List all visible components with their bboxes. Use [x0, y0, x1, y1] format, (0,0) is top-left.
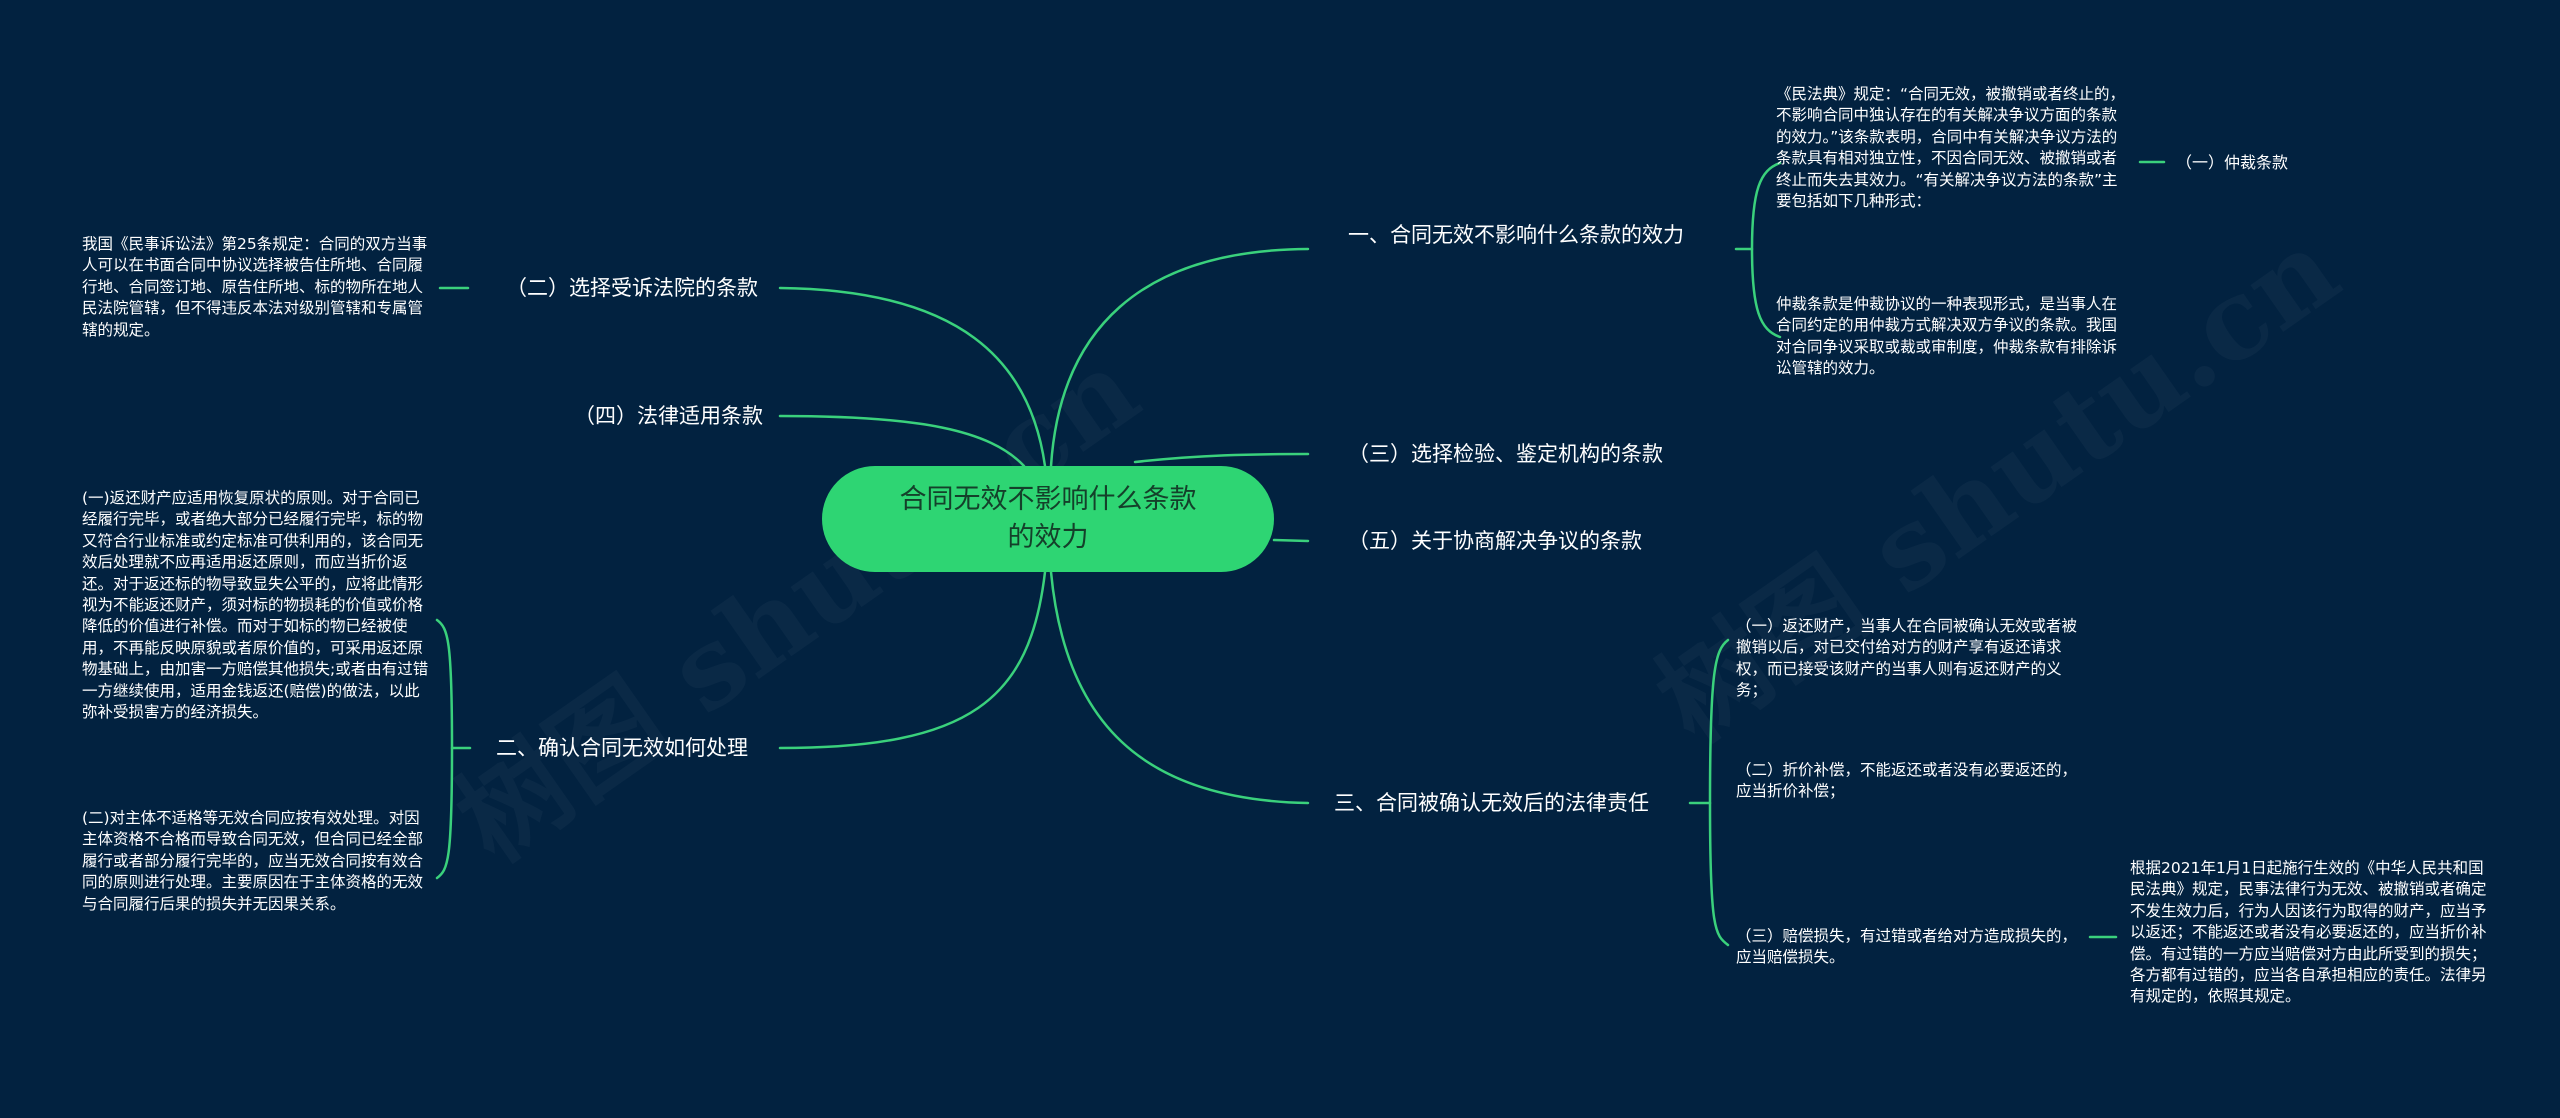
root-title-line2: 的效力 — [1007, 522, 1089, 553]
leaf-compensation[interactable]: （二）折价补偿，不能返还或者没有必要返还的，应当折价补偿； — [1736, 761, 2078, 801]
branch-node-court[interactable]: （二）选择受诉法院的条款 — [506, 276, 758, 300]
link-root-inspection — [1133, 452, 1310, 464]
leaf-unqualified-subject[interactable]: (二)对主体不适格等无效合同应按有效处理。对因主体资格不合格而导致合同无效，但合… — [82, 809, 424, 913]
leaf-return-property[interactable]: （一）返还财产，当事人在合同被确认无效或者被撤销以后，对已交付给对方的财产享有返… — [1736, 617, 2078, 700]
link-root-court — [778, 286, 1047, 468]
branch-node-2[interactable]: 二、确认合同无效如何处理 — [496, 736, 748, 760]
leaf-civil-code[interactable]: 根据2021年1月1日起施行生效的《中华人民共和国民法典》规定，民事法律行为无效… — [2130, 859, 2487, 1006]
link-root-branch2 — [778, 570, 1047, 750]
bracket-branch1 — [1750, 161, 1782, 339]
branch-node-inspection[interactable]: （三）选择检验、鉴定机构的条款 — [1348, 442, 1663, 466]
leaf-restitution[interactable]: (一)返还财产应适用恢复原状的原则。对于合同已经履行完毕，或者绝大部分已经履行完… — [82, 489, 429, 722]
branch-node-3[interactable]: 三、合同被确认无效后的法律责任 — [1334, 791, 1649, 815]
leaf-damages[interactable]: （三）赔偿损失，有过错或者给对方造成损失的，应当赔偿损失。 — [1736, 927, 2078, 967]
leaf-arbitration-clause[interactable]: （一）仲裁条款 — [2176, 153, 2289, 172]
bracket-branch3 — [1708, 638, 1730, 947]
link-root-law — [778, 414, 1026, 468]
branch-node-law[interactable]: （四）法律适用条款 — [574, 404, 763, 428]
leaf-civil-procedure[interactable]: 我国《民事诉讼法》第25条规定：合同的双方当事人可以在书面合同中协议选择被告住所… — [82, 235, 428, 339]
root-title-line1: 合同无效不影响什么条款 — [899, 484, 1197, 515]
bracket-branch2 — [435, 618, 454, 880]
leaf-arbitration[interactable]: 仲裁条款是仲裁协议的一种表现形式，是当事人在合同约定的用仲裁方式解决双方争议的条… — [1776, 295, 2118, 378]
link-root-branch1 — [1049, 247, 1310, 468]
root-node[interactable]: 合同无效不影响什么条款 的效力 — [822, 466, 1274, 572]
branch-node-1[interactable]: 一、合同无效不影响什么条款的效力 — [1348, 223, 1684, 247]
link-root-negotiation — [1272, 538, 1310, 543]
link-root-branch3 — [1049, 570, 1310, 805]
branch-node-negotiation[interactable]: （五）关于协商解决争议的条款 — [1348, 529, 1642, 553]
leaf-intro[interactable]: 《民法典》规定：“合同无效，被撤销或者终止的，不影响合同中独认存在的有关解决争议… — [1776, 85, 2126, 211]
